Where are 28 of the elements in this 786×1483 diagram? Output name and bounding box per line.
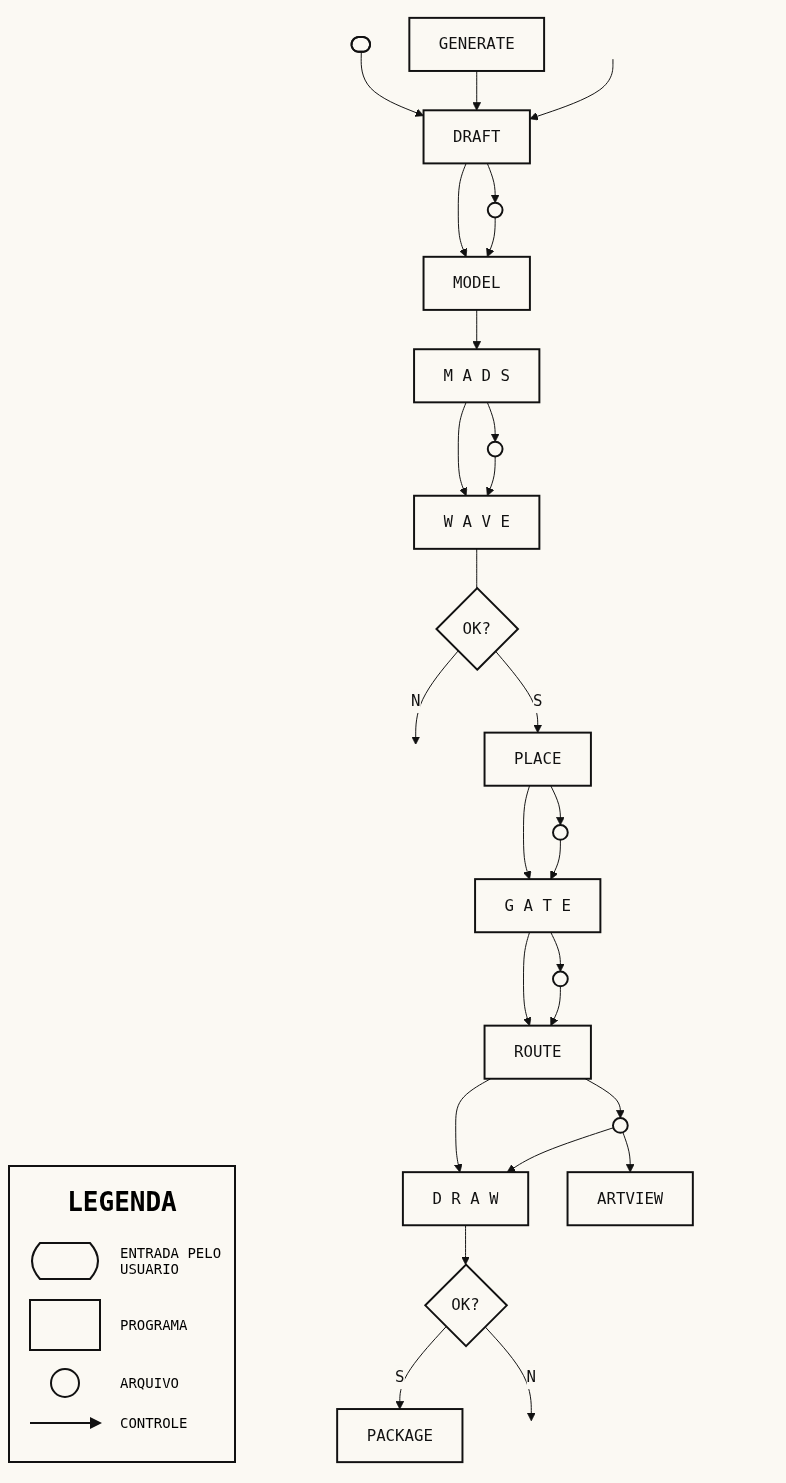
legend-text: PROGRAMA [120,1317,188,1333]
edge-label: S [532,691,543,711]
edge-label: N [526,1367,537,1387]
node-box: W A V E [413,494,541,550]
node-box: PACKAGE [336,1408,464,1464]
connector [476,548,478,589]
node-box: ROUTE [483,1024,592,1080]
node-box: DRAFT [422,109,531,165]
node-circle [552,970,569,988]
node-box: MODEL [422,255,531,311]
node-diamond: OK? [423,1263,509,1348]
legend-heading: LEGENDA [66,1187,178,1217]
edge-label: N [410,691,421,711]
legend-text: ARQUIVO [120,1375,179,1391]
node-circle [486,440,504,458]
node-box: GENERATE [408,16,546,72]
node-box: D R A W [401,1171,530,1227]
legend-text: CONTROLE [120,1415,188,1431]
node-box: G A T E [474,878,602,934]
node-circle [612,1117,629,1134]
node-circle [486,201,504,219]
edge-label: S [395,1367,405,1387]
node-circle [552,824,569,841]
node-box: PLACE [483,731,592,787]
node-diamond: OK? [435,586,520,672]
node-box: M A D S [413,348,541,404]
node-box: ARTVIEW [566,1171,694,1227]
legend-text: ENTRADA PELO USUARIO [120,1245,223,1277]
